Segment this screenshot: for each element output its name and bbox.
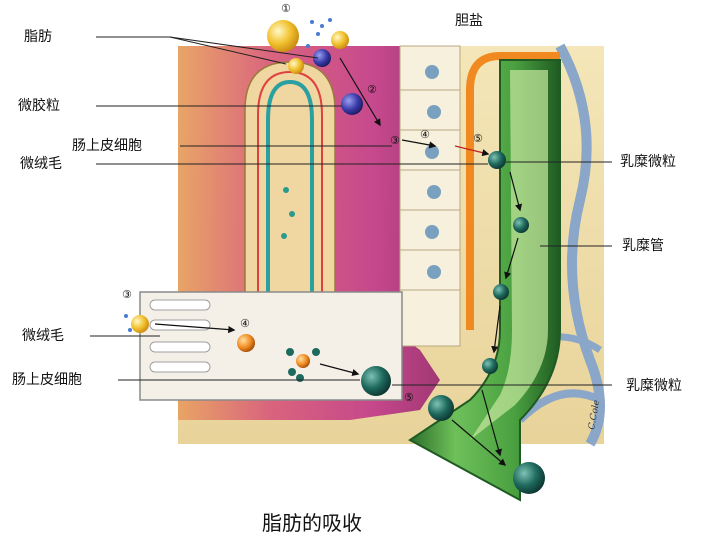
microvillus — [149, 319, 211, 331]
chylomicron — [493, 284, 509, 300]
step-number-5-lower: ⑤ — [404, 391, 414, 404]
step-number-3: ③ — [390, 134, 400, 147]
pathway-arrow — [401, 139, 437, 149]
epithelial-cell-column — [399, 45, 461, 347]
label-microvilli-bottom: 微绒毛 — [22, 328, 64, 344]
bile-salt-molecule — [306, 44, 310, 48]
bile-salt-molecule — [310, 20, 314, 24]
villus-capillary — [257, 70, 323, 300]
label-chylomicron-bottom: 乳糜微粒 — [626, 377, 682, 394]
microvillus — [149, 299, 211, 311]
chylomicron — [361, 366, 391, 396]
microvillus — [149, 341, 211, 353]
protein-coat — [312, 348, 320, 356]
flow-arrow — [491, 305, 501, 354]
step-number-4: ④ — [420, 128, 430, 141]
bile-salt-molecule — [320, 24, 324, 28]
pathway-arrow — [454, 145, 490, 157]
fat-droplet — [267, 20, 299, 52]
enlarged-epithelial-cell — [139, 291, 403, 401]
label-lacteal: 乳糜管 — [622, 237, 664, 254]
label-micelle: 微胶粒 — [18, 97, 60, 114]
villus-inner-lacteal — [266, 79, 314, 302]
label-epithelial-cell-bottom: 肠上皮细胞 — [12, 372, 82, 388]
pathway-arrow — [451, 419, 507, 466]
villus-particle — [281, 233, 287, 239]
pathway-arrow — [319, 363, 360, 377]
pathway-arrow — [481, 389, 502, 457]
chylomicron — [513, 217, 529, 233]
label-fat: 脂肪 — [24, 29, 52, 45]
fat-droplet — [237, 334, 255, 352]
fat-droplet — [288, 58, 304, 74]
diagram-caption: 脂肪的吸收 — [262, 511, 362, 535]
pathway-arrow — [339, 57, 381, 127]
step-number-3-lower: ③ — [122, 288, 132, 301]
step-number-2: ② — [367, 83, 377, 96]
pathway-arrow — [154, 323, 236, 334]
micelle — [131, 315, 149, 333]
micelle — [341, 93, 363, 115]
bile-salt-molecule — [328, 18, 332, 22]
label-epithelial-cell-top: 肠上皮细胞 — [72, 138, 142, 154]
chylomicron — [488, 151, 506, 169]
protein-coat — [286, 348, 294, 356]
orange-vessel — [466, 52, 560, 330]
chylomicron — [513, 462, 545, 494]
fat-droplet — [296, 354, 310, 368]
villus-particle — [283, 187, 289, 193]
step-number-1: ① — [281, 2, 291, 15]
microvillus — [149, 361, 211, 373]
step-number-5: ⑤ — [473, 132, 483, 145]
step-number-4-lower: ④ — [240, 317, 250, 330]
fat-droplet — [331, 31, 349, 49]
villus-particle — [289, 211, 295, 217]
bile-salt-molecule — [124, 314, 128, 318]
chylomicron — [482, 358, 498, 374]
micelle — [313, 49, 331, 67]
chylomicron — [428, 395, 454, 421]
leader-line — [169, 36, 287, 65]
leader-line — [169, 36, 319, 59]
bile-salt-molecule — [128, 328, 132, 332]
bile-salt-molecule — [316, 32, 320, 36]
label-chylomicron-top: 乳糜微粒 — [620, 153, 676, 170]
protein-coat — [296, 374, 304, 382]
label-bile-salt: 胆盐 — [455, 13, 483, 29]
protein-coat — [288, 368, 296, 376]
label-microvilli-top: 微绒毛 — [20, 156, 62, 172]
flow-arrow — [504, 237, 519, 280]
flow-arrow — [509, 171, 523, 212]
